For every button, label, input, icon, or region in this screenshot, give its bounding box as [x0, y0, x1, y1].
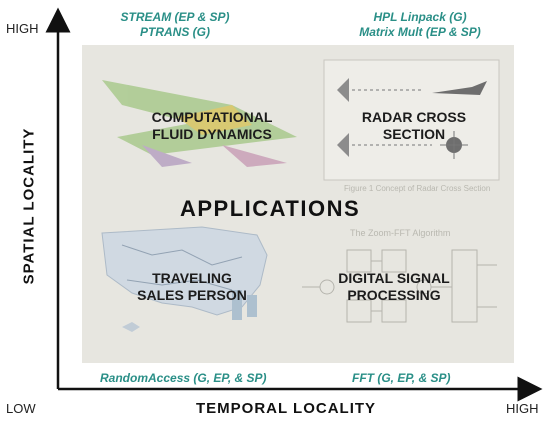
fft-diagram: [302, 249, 497, 323]
radar-line-1: RADAR CROSS: [361, 109, 467, 125]
quadrant-label-radar: RADAR CROSS SECTION: [344, 109, 484, 143]
x-axis-title: TEMPORAL LOCALITY: [196, 400, 377, 417]
panel-illustrations: [101, 59, 500, 332]
benchmark-top-left: STREAM (EP & SP) PTRANS (G): [95, 10, 255, 40]
cfd-line-2: FLUID DYNAMICS: [152, 126, 272, 142]
map-illustration: [101, 226, 268, 332]
quadrant-label-dsp: DIGITAL SIGNAL PROCESSING: [314, 270, 474, 304]
x-axis-low-label: LOW: [6, 401, 36, 416]
applications-title: APPLICATIONS: [180, 196, 361, 221]
benchmark-fft: FFT (G, EP, & SP): [352, 371, 451, 385]
applications-panel: COMPUTATIONAL FLUID DYNAMICS RADAR CROSS…: [82, 45, 514, 363]
y-axis-high-label: HIGH: [6, 21, 39, 36]
x-axis-high-label: HIGH: [506, 401, 539, 416]
benchmark-matrix-mult: Matrix Mult (EP & SP): [359, 25, 481, 39]
benchmark-stream: STREAM (EP & SP): [120, 10, 230, 24]
tsp-line-2: SALES PERSON: [137, 287, 247, 303]
benchmark-random-access: RandomAccess (G, EP, & SP): [100, 371, 267, 385]
dsp-line-2: PROCESSING: [347, 287, 441, 303]
figure-caption: Figure 1 Concept of Radar Cross Section: [344, 184, 491, 193]
jet-illustration: [102, 80, 297, 167]
radar-illustration: [323, 59, 500, 181]
quadrant-label-tsp: TRAVELING SALES PERSON: [132, 270, 252, 304]
dsp-line-1: DIGITAL SIGNAL: [338, 270, 450, 286]
benchmark-ptrans: PTRANS (G): [140, 25, 210, 39]
tsp-line-1: TRAVELING: [152, 270, 232, 286]
radar-line-2: SECTION: [382, 126, 446, 142]
benchmark-hpl: HPL Linpack (G): [373, 10, 467, 24]
quadrant-label-cfd: COMPUTATIONAL FLUID DYNAMICS: [132, 109, 292, 143]
y-axis-title: SPATIAL LOCALITY: [20, 127, 38, 285]
benchmark-top-right: HPL Linpack (G) Matrix Mult (EP & SP): [340, 10, 500, 40]
cfd-line-1: COMPUTATIONAL: [151, 109, 273, 125]
fft-title: The Zoom-FFT Algorithm: [350, 228, 451, 238]
